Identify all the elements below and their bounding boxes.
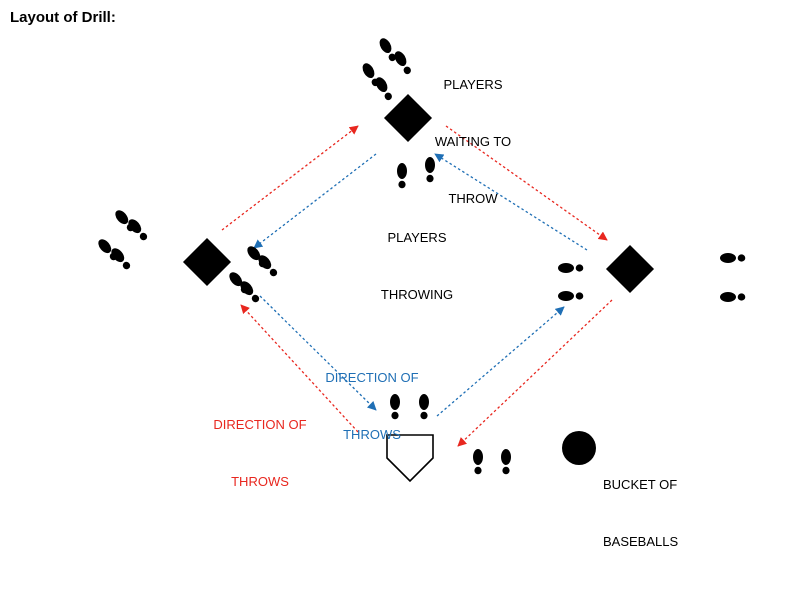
red-arrow-third-to-second (221, 125, 359, 231)
footprints-icon (244, 243, 280, 279)
footprints-icon (112, 207, 150, 243)
players-waiting-line-3: THROW (448, 191, 498, 206)
footprints-icon (558, 263, 584, 301)
diagram-canvas (95, 36, 746, 483)
third-base-icon (182, 237, 232, 287)
footprints-icon (473, 449, 511, 475)
red-arrow-home-to-third (240, 304, 359, 433)
footprints-icon (720, 253, 746, 302)
players-waiting-line-2: WAITING TO (434, 134, 512, 149)
red-arrow-first-to-home (457, 299, 613, 447)
footprints-icon (226, 269, 262, 305)
players-waiting-line-1: PLAYERS (443, 77, 503, 92)
players-throwing-line-1: PLAYERS (387, 230, 447, 245)
bucket-line-1: BUCKET OF (603, 477, 678, 492)
second-base-icon (383, 93, 433, 143)
red-direction-label: DIRECTION OF THROWS (200, 377, 320, 529)
bucket-circle-icon (562, 431, 596, 465)
blue-arrow-second-to-third (253, 153, 377, 249)
footprints-icon (360, 61, 395, 103)
bucket-line-2: BASEBALLS (603, 534, 679, 549)
bucket-label: BUCKET OF BASEBALLS (603, 437, 713, 589)
home-plate-icon (386, 434, 434, 483)
players-throwing-label: PLAYERS THROWING (362, 190, 472, 342)
footprints-icon (95, 236, 133, 272)
blue-arrow-third-to-home (259, 295, 377, 411)
footprints-icon (377, 36, 414, 77)
diagram-title: Layout of Drill: (10, 9, 116, 26)
red-direction-line-1: DIRECTION OF (213, 417, 307, 432)
blue-direction-label: DIRECTION OF THROWS (312, 330, 432, 482)
blue-direction-line-1: DIRECTION OF (325, 370, 419, 385)
drill-diagram: Layout of Drill: PLAYERS WAITING TO THRO… (10, 9, 746, 549)
players-waiting-label: PLAYERS WAITING TO THROW (418, 37, 528, 246)
players-throwing-line-2: THROWING (380, 287, 454, 302)
first-base-icon (605, 244, 655, 294)
red-direction-line-2: THROWS (231, 474, 289, 489)
blue-direction-line-2: THROWS (343, 427, 401, 442)
